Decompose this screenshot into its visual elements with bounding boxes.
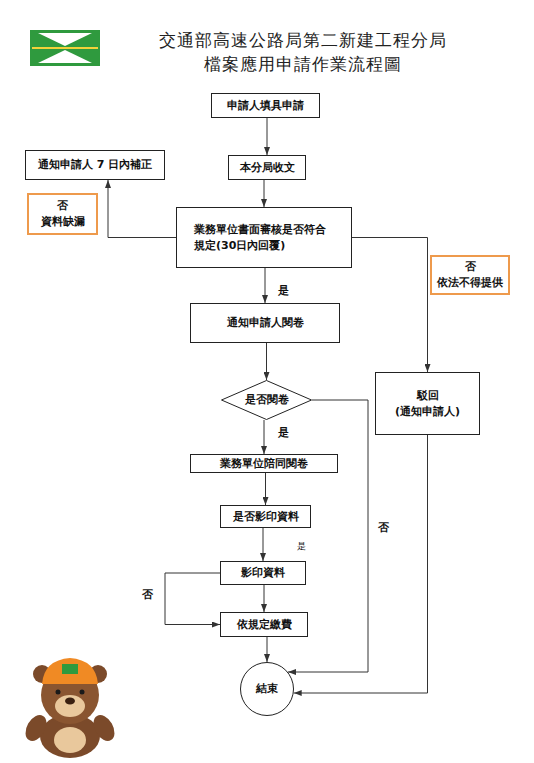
logo-bottom-triangle [38, 50, 92, 63]
diamond-shape [222, 381, 312, 420]
process-box: 申請人填具申請 [211, 93, 320, 118]
flow-arrow [266, 343, 267, 380]
edge-label: 否 資料缺漏 [37, 198, 89, 230]
edge-label: 是 [278, 283, 289, 299]
node-label: 業務單位陪同閱卷 [220, 456, 308, 472]
process-box: 影印資料 [220, 561, 306, 585]
logo-top-triangle [38, 33, 92, 46]
flow-arrow [108, 180, 176, 238]
bear-cap [42, 658, 98, 684]
bear-belly [54, 727, 86, 753]
process-box: 通知申請人閱卷 [190, 303, 340, 343]
flow-arrow [264, 585, 265, 612]
bear-muzzle [55, 695, 85, 717]
node-label: 是否影印資料 [233, 509, 299, 525]
edge-label: 否 [378, 520, 389, 536]
node-label: 駁回 (通知申請人) [384, 388, 472, 420]
flow-arrow [263, 528, 264, 561]
flow-arrow [265, 473, 266, 505]
process-box: 是否影印資料 [220, 505, 311, 528]
node-label: 結束 [256, 681, 278, 697]
edge-label: 否 [142, 587, 153, 603]
branch-label: 否 [136, 587, 158, 603]
node-label: 依規定繳費 [237, 617, 292, 633]
bear-cap-badge [62, 664, 78, 674]
node-label: 本分局收文 [240, 160, 295, 176]
branch-label: 是 [292, 539, 310, 553]
bear-eye [80, 690, 85, 695]
condition-callout: 否 資料缺漏 [27, 193, 98, 235]
flow-arrow [265, 268, 266, 303]
branch-label: 是 [272, 425, 294, 441]
bear-nose [65, 698, 75, 705]
node-label: 通知申請人閱卷 [227, 315, 304, 331]
logo-background [30, 30, 100, 66]
node-label: 是否閱卷 [245, 392, 289, 408]
node-label: 業務單位書面審核是否符合 規定(30日內回覆) [194, 222, 334, 254]
bear-arm [89, 711, 119, 744]
logo-stripe [32, 47, 98, 49]
node-label: 通知申請人 7 日內補正 [38, 157, 152, 173]
node-label: 申請人填具申請 [227, 98, 304, 114]
flow-arrow [267, 637, 268, 662]
process-box: 通知申請人 7 日內補正 [25, 150, 165, 180]
process-box: 依規定繳費 [220, 612, 308, 637]
branch-label: 是 [272, 283, 294, 299]
process-box: 業務單位書面審核是否符合 規定(30日內回覆) [176, 207, 352, 268]
bureau-logo [30, 30, 100, 66]
flow-arrow [352, 238, 428, 373]
edge-label: 否 依法不得提供 [434, 259, 506, 291]
bear-mascot [21, 658, 119, 758]
flow-arrow [267, 118, 268, 155]
edge-label: 是 [278, 425, 289, 441]
process-box: 業務單位陪同閱卷 [190, 454, 338, 473]
flow-arrow [264, 180, 265, 207]
edge-label: 是 [297, 538, 306, 554]
flow-arrow [288, 400, 368, 672]
process-box: 本分局收文 [228, 155, 306, 180]
diagram-title: 交通部高速公路局第二新建工程分局 檔案應用申請作業流程圖 [158, 28, 448, 76]
flow-arrow [165, 573, 220, 625]
decision-diamond: 是否閱卷 [221, 380, 312, 420]
terminal-circle: 結束 [240, 662, 294, 716]
condition-callout: 否 依法不得提供 [430, 255, 510, 295]
bear-eye [56, 690, 61, 695]
node-label: 影印資料 [241, 565, 285, 581]
branch-label: 否 [372, 520, 394, 536]
process-box: 駁回 (通知申請人) [375, 372, 480, 435]
flow-arrow [294, 435, 428, 693]
bear-arm [21, 711, 51, 744]
flow-arrow [264, 420, 265, 454]
